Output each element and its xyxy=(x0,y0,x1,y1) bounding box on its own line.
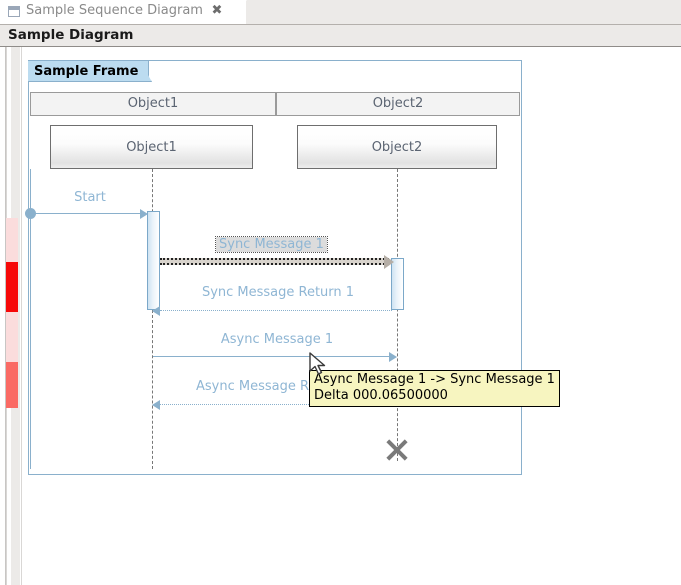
tooltip-line-1: Async Message 1 -> Sync Message 1 xyxy=(314,372,555,387)
lifeline-head-object1[interactable]: Object1 xyxy=(50,125,253,169)
column-header-object1[interactable]: Object1 xyxy=(30,92,276,116)
message-label-sync-message-1[interactable]: Sync Message 1 xyxy=(215,236,328,253)
frame-name-tag[interactable]: Sample Frame xyxy=(28,61,150,82)
gutter-rule-right xyxy=(21,47,22,585)
lifeline-head-object2[interactable]: Object2 xyxy=(297,125,497,169)
message-label-sync-message-return-1[interactable]: Sync Message Return 1 xyxy=(201,285,355,300)
message-arrow-start[interactable] xyxy=(30,213,142,214)
editor-tab-bar: Sample Sequence Diagram ✖ xyxy=(0,0,681,24)
mouse-cursor-icon xyxy=(309,352,326,375)
lifeline-object2[interactable] xyxy=(397,169,398,461)
message-arrow-sync-message-return-1[interactable] xyxy=(160,310,392,311)
message-arrow-async-message-return-1[interactable] xyxy=(160,404,397,405)
activation-bar-object1[interactable] xyxy=(147,211,160,310)
message-label-async-message-1[interactable]: Async Message 1 xyxy=(220,332,334,347)
arrowhead-left xyxy=(152,306,160,316)
gutter-rule-left xyxy=(5,47,6,585)
destroy-x-icon[interactable] xyxy=(384,437,410,463)
sequence-frame[interactable] xyxy=(28,60,522,475)
lifeline-object1[interactable] xyxy=(152,169,153,469)
arrowhead-left xyxy=(152,400,160,410)
message-arrow-sync-message-1[interactable] xyxy=(160,258,389,265)
tooltip: Async Message 1 -> Sync Message 1 Delta … xyxy=(309,370,560,407)
arrowhead-right xyxy=(389,352,397,362)
gutter-marker[interactable] xyxy=(6,218,18,262)
gutter-marker[interactable] xyxy=(6,362,18,408)
arrowhead-right-gray xyxy=(384,255,394,269)
message-arrow-async-message-1[interactable] xyxy=(153,356,390,357)
close-icon[interactable]: ✖ xyxy=(211,3,223,18)
gutter-marker[interactable] xyxy=(6,262,18,312)
tooltip-line-2: Delta 000.06500000 xyxy=(314,388,448,403)
activation-bar-object2[interactable] xyxy=(391,258,404,310)
page-title: Sample Diagram xyxy=(8,27,134,43)
found-message-origin-line xyxy=(30,169,31,469)
tab-sample-sequence-diagram[interactable]: Sample Sequence Diagram ✖ xyxy=(0,0,247,24)
diagram-title-bar xyxy=(0,24,681,47)
gutter-marker[interactable] xyxy=(6,312,18,362)
message-label-start[interactable]: Start xyxy=(74,190,106,205)
tab-label: Sample Sequence Diagram xyxy=(26,3,203,18)
column-header-object2[interactable]: Object2 xyxy=(276,92,520,116)
arrowhead-right xyxy=(140,209,148,219)
diagram-window-icon xyxy=(8,6,20,17)
